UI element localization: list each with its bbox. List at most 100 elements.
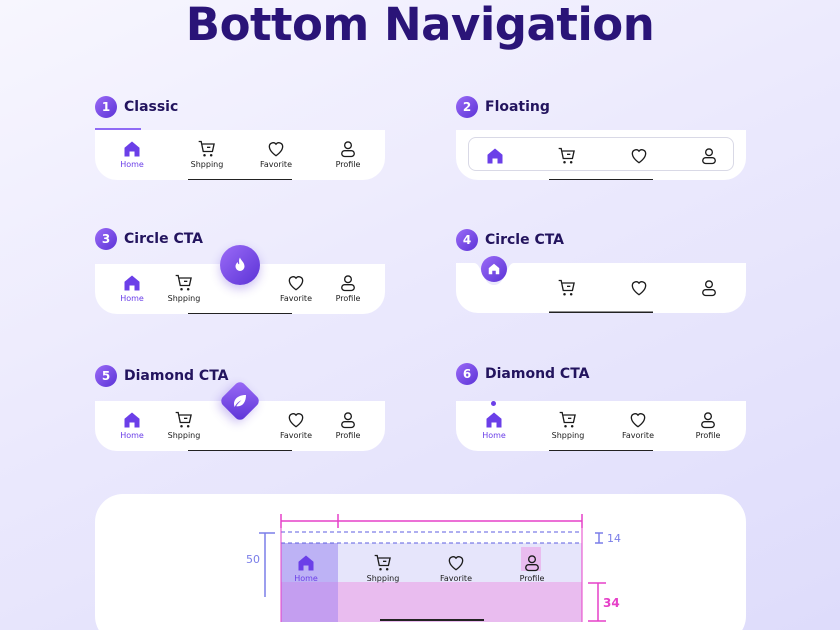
floating-nav-bar bbox=[456, 130, 746, 180]
user-icon bbox=[701, 412, 715, 429]
variant-number-badge: 2 bbox=[456, 96, 478, 118]
nav-label-favorite: Favorite bbox=[280, 431, 312, 440]
heart-icon bbox=[288, 276, 304, 291]
nav-label-profile: Profile bbox=[335, 431, 361, 440]
nav-item-profile[interactable]: Profile bbox=[320, 410, 376, 440]
spec-height-label: 50 bbox=[246, 553, 260, 566]
nav-label-home: Home bbox=[120, 431, 144, 440]
cart-icon bbox=[198, 140, 215, 157]
nav-item-home[interactable]: Home bbox=[104, 410, 160, 440]
nav-item-favorite[interactable]: Favorite bbox=[610, 410, 666, 440]
nav-label-profile: Profile bbox=[335, 160, 361, 169]
user-icon bbox=[702, 280, 716, 297]
nav-item-shopping[interactable] bbox=[539, 278, 595, 298]
user-icon bbox=[525, 555, 539, 572]
variant-number-badge: 1 bbox=[95, 96, 117, 118]
variant-name: Floating bbox=[485, 99, 550, 115]
floating-container bbox=[468, 137, 734, 171]
user-icon bbox=[702, 148, 716, 165]
nav-label-shopping: Shpping bbox=[167, 294, 201, 303]
home-indicator bbox=[549, 178, 653, 180]
variant-number-badge: 3 bbox=[95, 228, 117, 250]
home-indicator bbox=[188, 178, 292, 180]
heart-icon bbox=[630, 413, 646, 428]
variant-number-badge: 6 bbox=[456, 363, 478, 385]
home-indicator bbox=[188, 449, 292, 451]
user-icon bbox=[341, 275, 355, 292]
nav-item-home[interactable] bbox=[467, 146, 523, 166]
spec-nav-item-shopping: Shpping bbox=[355, 553, 411, 583]
cart-icon bbox=[175, 411, 192, 428]
variant-number-badge: 5 bbox=[95, 365, 117, 387]
variant-5-label: 5 Diamond CTA bbox=[95, 365, 229, 387]
home-icon bbox=[487, 148, 503, 164]
home-icon bbox=[298, 555, 314, 571]
nav-item-home[interactable]: Home bbox=[104, 139, 160, 169]
active-dot bbox=[491, 401, 496, 406]
nav-item-favorite[interactable]: Favorite bbox=[268, 410, 324, 440]
nav-item-home[interactable]: Home bbox=[104, 273, 160, 303]
cart-icon bbox=[374, 554, 391, 571]
nav-label-favorite: Favorite bbox=[280, 294, 312, 303]
nav-label-favorite: Favorite bbox=[260, 160, 292, 169]
home-icon bbox=[488, 263, 500, 275]
page-title: Bottom Navigation bbox=[185, 0, 655, 51]
nav-label-shopping: Shpping bbox=[190, 160, 224, 169]
variant-name: Diamond CTA bbox=[124, 368, 229, 384]
variant-name: Classic bbox=[124, 99, 179, 115]
variant-name: Circle CTA bbox=[124, 231, 204, 247]
heart-icon bbox=[268, 142, 284, 157]
nav-item-favorite[interactable]: Favorite bbox=[268, 273, 324, 303]
nav-label-home: Home bbox=[294, 574, 318, 583]
variant-6-label: 6 Diamond CTA bbox=[456, 363, 590, 385]
variant-2-label: 2 Floating bbox=[456, 96, 550, 118]
heart-icon bbox=[631, 149, 647, 164]
nav-item-favorite[interactable] bbox=[611, 146, 667, 166]
nav-label-profile: Profile bbox=[519, 574, 545, 583]
home-icon bbox=[124, 141, 140, 157]
nav-label-shopping: Shpping bbox=[366, 574, 400, 583]
home-icon bbox=[124, 412, 140, 428]
nav-item-shopping[interactable]: Shpping bbox=[179, 139, 235, 169]
home-indicator bbox=[549, 449, 653, 451]
heart-icon bbox=[288, 413, 304, 428]
nav-label-home: Home bbox=[120, 160, 144, 169]
nav-item-profile[interactable]: Profile bbox=[320, 139, 376, 169]
nav-item-profile[interactable] bbox=[681, 146, 737, 166]
nav-item-home[interactable]: Home bbox=[466, 410, 522, 440]
nav-item-shopping[interactable]: Shpping bbox=[156, 410, 212, 440]
nav-item-profile[interactable] bbox=[681, 278, 737, 298]
diamond-cta-button[interactable] bbox=[218, 379, 262, 423]
user-icon bbox=[341, 141, 355, 158]
variant-1-label: 1 Classic bbox=[95, 96, 178, 118]
home-icon bbox=[124, 275, 140, 291]
spec-nav-item-profile: Profile bbox=[504, 553, 560, 583]
fire-icon bbox=[235, 257, 245, 271]
variant-4-label: 4 Circle CTA bbox=[456, 229, 564, 251]
spec-bottom-label: 34 bbox=[603, 596, 620, 610]
nav-item-favorite[interactable] bbox=[611, 278, 667, 298]
nav-label-profile: Profile bbox=[695, 431, 721, 440]
cart-icon bbox=[175, 274, 192, 291]
heart-icon bbox=[448, 556, 464, 571]
cart-icon bbox=[558, 147, 575, 164]
nav-item-shopping[interactable]: Shpping bbox=[156, 273, 212, 303]
circle-cta-button[interactable] bbox=[481, 256, 507, 282]
spec-nav-item-home: Home bbox=[278, 553, 334, 583]
nav-item-profile[interactable]: Profile bbox=[320, 273, 376, 303]
nav-item-favorite[interactable]: Favorite bbox=[248, 139, 304, 169]
leaf-icon bbox=[234, 395, 246, 407]
variant-3-label: 3 Circle CTA bbox=[95, 228, 203, 250]
cart-icon bbox=[559, 411, 576, 428]
nav-label-shopping: Shpping bbox=[551, 431, 585, 440]
nav-label-shopping: Shpping bbox=[167, 431, 201, 440]
heart-icon bbox=[631, 281, 647, 296]
circle-cta-button[interactable] bbox=[220, 245, 260, 285]
variant-name: Diamond CTA bbox=[485, 366, 590, 382]
variant-number-badge: 4 bbox=[456, 229, 478, 251]
nav-item-profile[interactable]: Profile bbox=[680, 410, 736, 440]
nav-item-shopping[interactable] bbox=[539, 146, 595, 166]
nav-label-home: Home bbox=[120, 294, 144, 303]
nav-item-shopping[interactable]: Shpping bbox=[540, 410, 596, 440]
